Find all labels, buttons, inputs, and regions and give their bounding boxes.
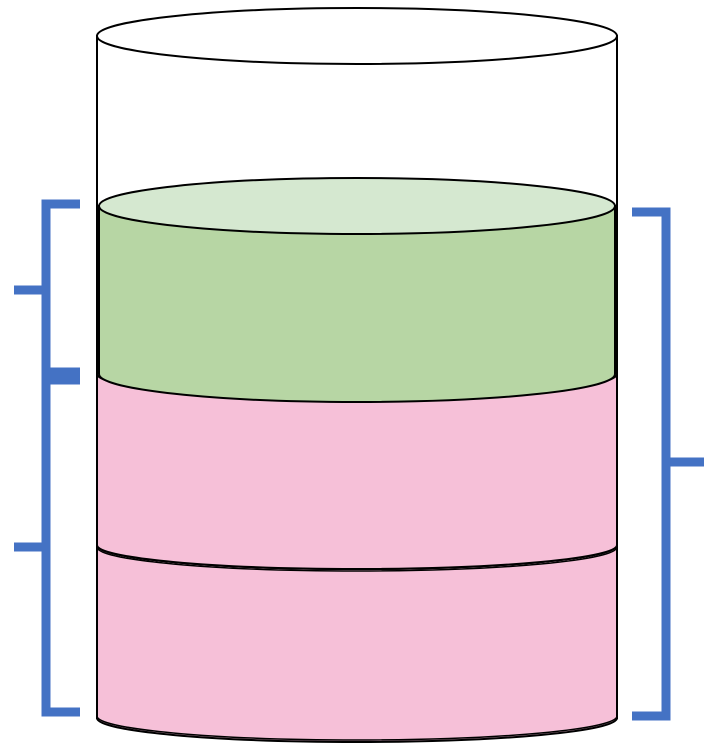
pink-layer-upper [96, 373, 618, 572]
container-rim [96, 7, 618, 65]
left-lower-bracket [14, 375, 80, 717]
pink-layer-lower-body [96, 544, 618, 743]
green-layer [98, 177, 616, 403]
pink-layer-lower-bottom-edge [96, 715, 618, 741]
pink-layer-upper-bottom-edge [96, 546, 618, 572]
green-layer-top-surface [98, 177, 616, 235]
pink-layer-upper-body [96, 373, 618, 570]
right-full-bracket [632, 207, 704, 721]
green-layer-body [98, 205, 616, 403]
pink-layer-lower [96, 544, 618, 743]
left-upper-bracket [14, 199, 80, 377]
